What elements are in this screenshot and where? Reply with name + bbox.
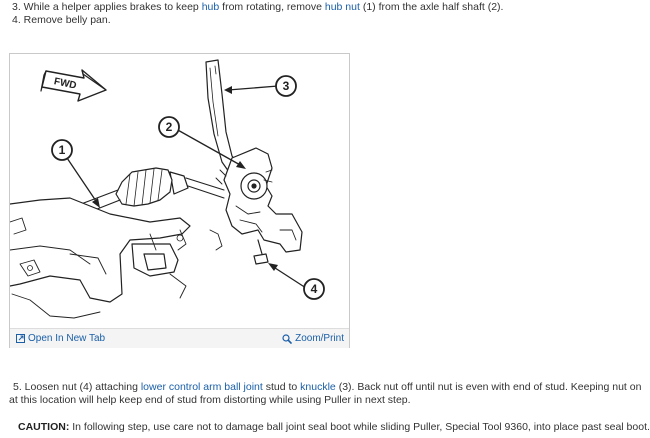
magnifier-icon [282, 333, 292, 344]
figure-toolbar: Open In New Tab Zoom/Print [10, 328, 349, 348]
open-in-new-tab-label: Open In New Tab [28, 333, 106, 344]
caution-note: CAUTION: In following step, use care not… [18, 421, 650, 434]
step-4-text: 4. Remove belly pan. [12, 14, 111, 26]
lower-control-arm-ball-joint-link[interactable]: lower control arm ball joint [140, 381, 263, 393]
zoom-print-button[interactable]: Zoom/Print [282, 333, 344, 344]
callout-2: 2 [166, 120, 173, 134]
knuckle-link[interactable]: knuckle [300, 381, 336, 393]
figure-panel: FWD [9, 53, 350, 348]
hub-link[interactable]: hub [201, 1, 220, 13]
open-tab-icon [16, 334, 25, 343]
zoom-print-label: Zoom/Print [295, 333, 344, 344]
callout-1: 1 [59, 143, 66, 157]
fwd-label: FWD [53, 76, 78, 91]
step-5-text: 5. Loosen nut (4) attaching lower contro… [9, 381, 642, 406]
step-3-text: 3. While a helper applies brakes to keep… [12, 1, 504, 13]
hub-nut-link[interactable]: hub nut [324, 1, 360, 13]
caution-label: CAUTION: [18, 421, 70, 433]
axle-knuckle-illustration: FWD [10, 59, 325, 319]
fwd-arrow [40, 69, 107, 102]
callout-3: 3 [283, 79, 290, 93]
callout-4: 4 [311, 282, 318, 296]
open-in-new-tab-button[interactable]: Open In New Tab [16, 333, 105, 344]
caution-text: In following step, use care not to damag… [69, 421, 650, 433]
